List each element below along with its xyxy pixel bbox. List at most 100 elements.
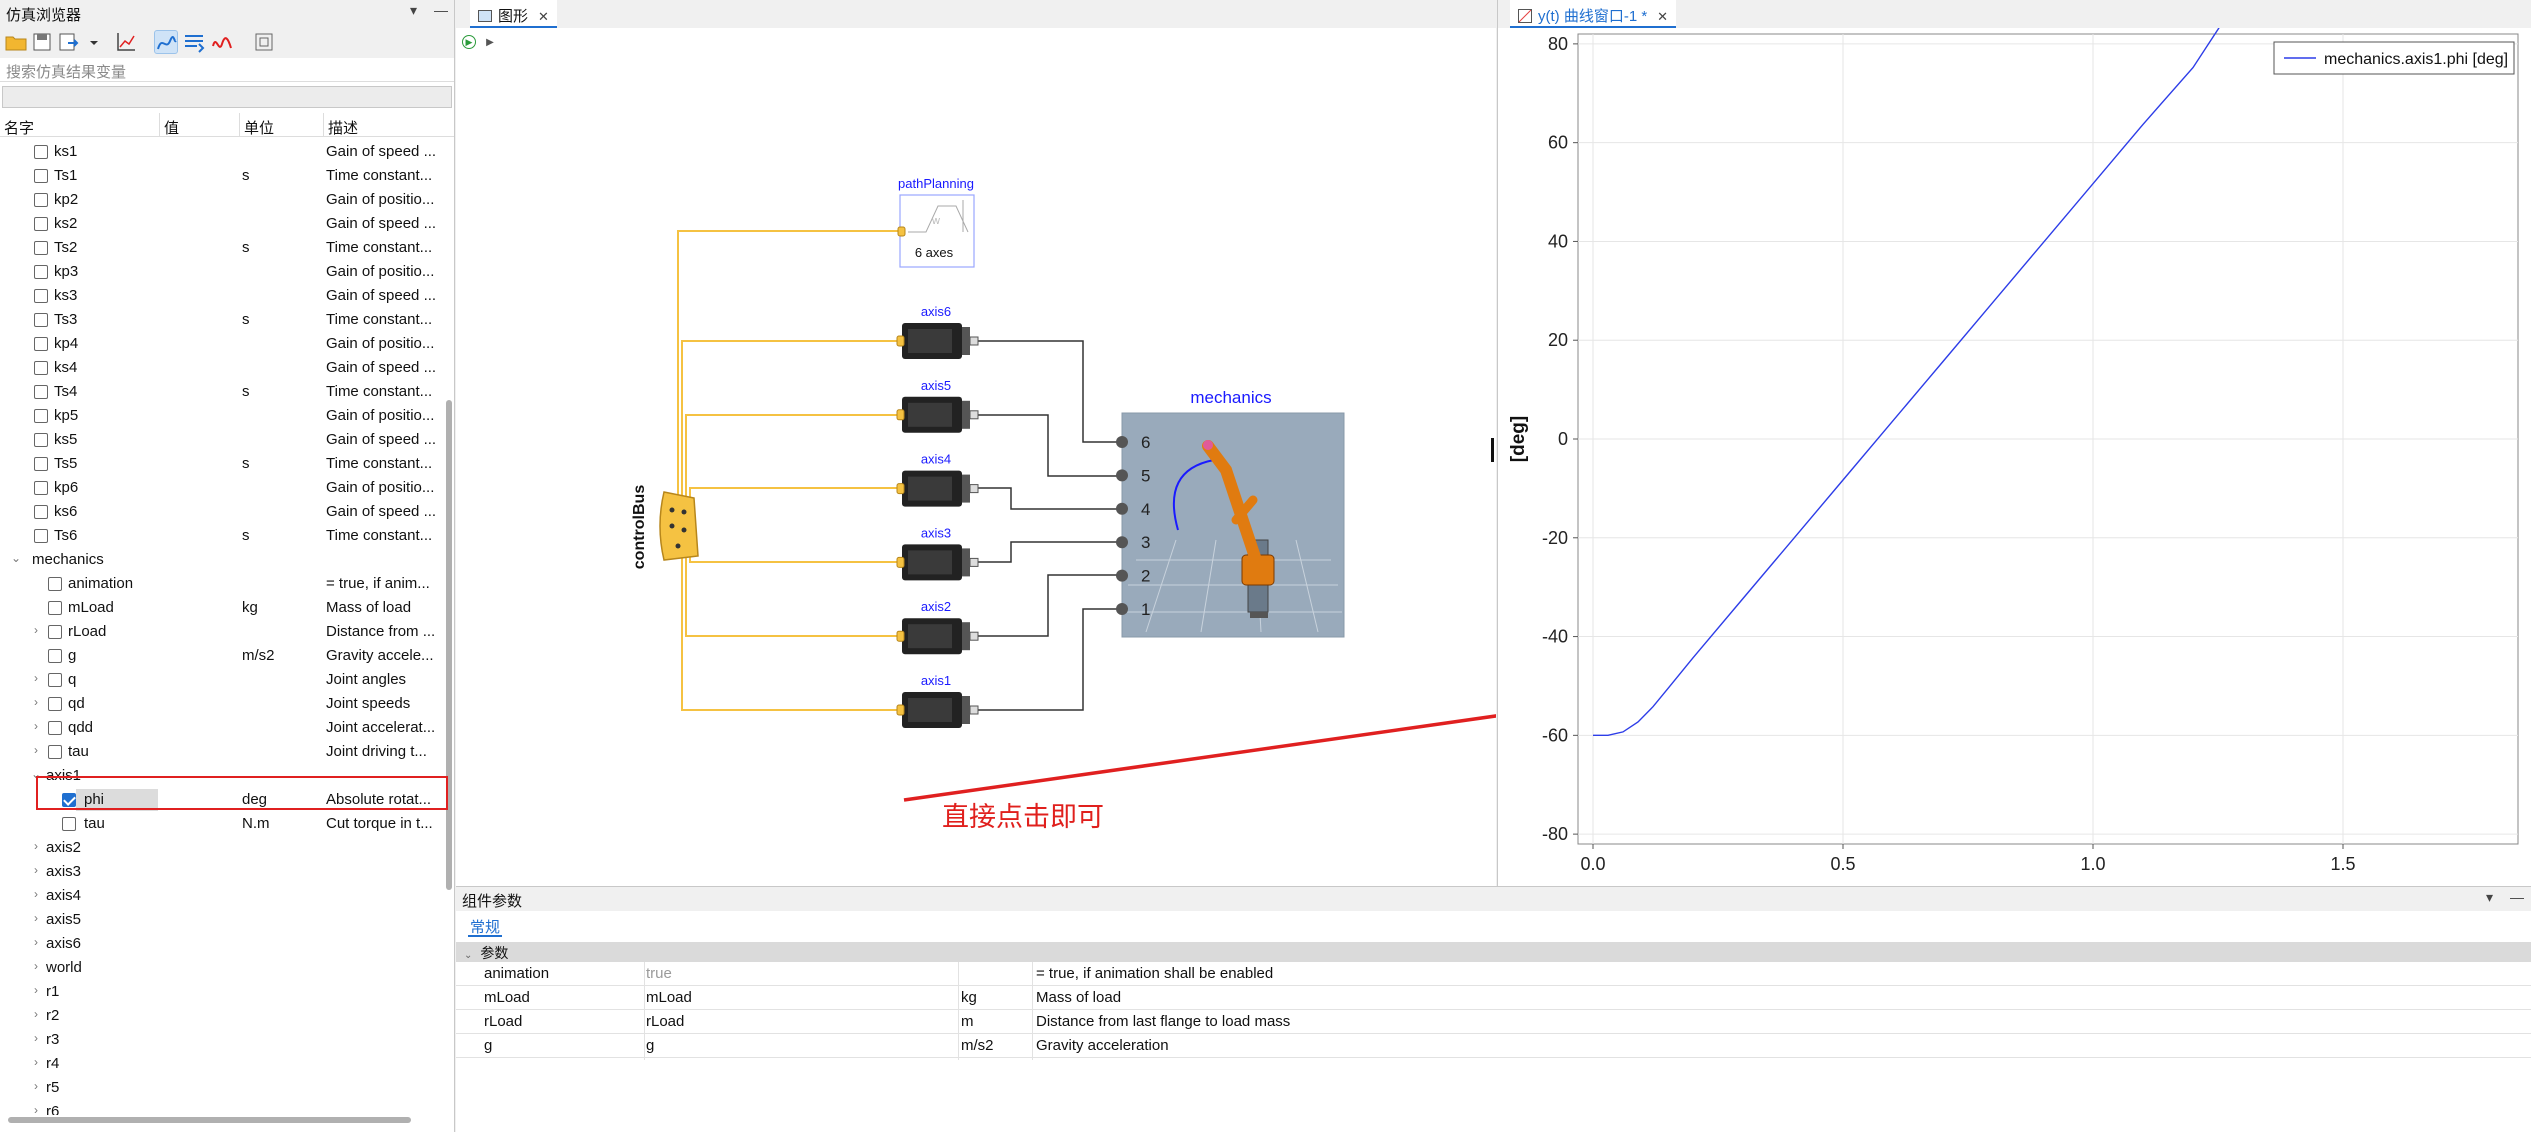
tree-row-r3[interactable]: ›r3 xyxy=(0,1028,446,1052)
chevron-right-icon[interactable]: › xyxy=(34,935,38,949)
variable-checkbox[interactable] xyxy=(34,361,48,375)
axis-block-axis3[interactable] xyxy=(896,544,979,581)
axis-block-axis2[interactable] xyxy=(896,618,979,655)
variable-checkbox[interactable] xyxy=(34,241,48,255)
chevron-down-icon[interactable]: ⌄ xyxy=(30,767,42,781)
mechanics-port[interactable] xyxy=(1116,603,1128,615)
tree-row-r4[interactable]: ›r4 xyxy=(0,1052,446,1076)
variable-checkbox[interactable] xyxy=(48,745,62,759)
variable-checkbox[interactable] xyxy=(34,337,48,351)
chevron-right-icon[interactable]: › xyxy=(34,911,38,925)
variable-checkbox[interactable] xyxy=(34,385,48,399)
variable-search-input[interactable]: 搜索仿真结果变量 xyxy=(0,58,454,82)
variable-checkbox[interactable] xyxy=(34,313,48,327)
path-planning-block[interactable]: w 6 axes xyxy=(897,194,975,268)
variable-checkbox[interactable] xyxy=(48,649,62,663)
variable-checkbox[interactable] xyxy=(34,529,48,543)
tree-row-r2[interactable]: ›r2 xyxy=(0,1004,446,1028)
plot-axis-icon[interactable] xyxy=(114,30,138,54)
col-value-header[interactable]: 值 xyxy=(160,113,240,137)
tree-row-axis1[interactable]: ⌄axis1 xyxy=(0,764,446,788)
tab-plot-window[interactable]: y(t) 曲线窗口-1 *✕ xyxy=(1510,0,1677,28)
chevron-right-icon[interactable]: › xyxy=(34,671,38,685)
export-icon[interactable] xyxy=(56,30,80,54)
tree-horizontal-scrollbar[interactable] xyxy=(8,1117,411,1123)
chevron-right-icon[interactable]: › xyxy=(34,1007,38,1021)
variable-checkbox[interactable] xyxy=(34,481,48,495)
chevron-right-icon[interactable]: › xyxy=(34,839,38,853)
chevron-right-icon[interactable]: › xyxy=(34,887,38,901)
variable-checkbox[interactable] xyxy=(34,289,48,303)
axis-block-axis4[interactable] xyxy=(896,470,979,507)
col-desc-header[interactable]: 描述 xyxy=(328,120,359,137)
close-icon[interactable]: ✕ xyxy=(538,9,549,24)
close-icon[interactable]: ✕ xyxy=(1657,9,1669,24)
wave-mode-icon[interactable] xyxy=(210,30,234,54)
chevron-right-icon[interactable]: › xyxy=(34,1055,38,1069)
tree-row-axis4[interactable]: ›axis4 xyxy=(0,884,446,908)
chevron-right-icon[interactable]: › xyxy=(34,1103,38,1115)
mechanics-port[interactable] xyxy=(1116,569,1128,582)
mechanics-block[interactable] xyxy=(1121,412,1345,638)
col-unit-header[interactable]: 单位 xyxy=(240,113,324,137)
variable-checkbox[interactable] xyxy=(34,433,48,447)
variable-checkbox[interactable] xyxy=(48,673,62,687)
variable-checkbox[interactable] xyxy=(48,721,62,735)
tree-row-axis3[interactable]: ›axis3 xyxy=(0,860,446,884)
tree-row-axis2[interactable]: ›axis2 xyxy=(0,836,446,860)
variable-checkbox[interactable] xyxy=(34,265,48,279)
step-icon[interactable]: ▶ xyxy=(486,37,494,48)
variable-checkbox[interactable] xyxy=(48,577,62,591)
variable-checkbox[interactable] xyxy=(34,193,48,207)
param-section-header[interactable]: ⌄参数 xyxy=(456,942,2531,962)
variable-checkbox[interactable] xyxy=(34,145,48,159)
variable-checkbox[interactable] xyxy=(34,457,48,471)
splitter-handle[interactable] xyxy=(1491,438,1494,462)
axis-block-axis6[interactable] xyxy=(896,323,979,359)
variable-checkbox[interactable] xyxy=(34,217,48,231)
tab-general[interactable]: 常规 xyxy=(468,913,503,937)
layout-icon[interactable] xyxy=(252,30,276,54)
panel-minimize-icon[interactable]: — xyxy=(434,2,448,18)
tree-row-axis6[interactable]: ›axis6 xyxy=(0,932,446,956)
chevron-right-icon[interactable]: › xyxy=(34,719,38,733)
variable-checkbox[interactable] xyxy=(34,505,48,519)
chevron-right-icon[interactable]: › xyxy=(34,695,38,709)
chevron-right-icon[interactable]: › xyxy=(34,863,38,877)
tab-diagram[interactable]: 图形✕ xyxy=(470,0,557,28)
tree-vertical-scrollbar[interactable] xyxy=(446,400,452,890)
param-value[interactable]: true xyxy=(646,965,672,982)
mechanics-port[interactable] xyxy=(1116,436,1128,448)
param-panel-minimize-icon[interactable]: — xyxy=(2510,889,2524,905)
chevron-right-icon[interactable]: › xyxy=(34,623,38,637)
tree-row-r5[interactable]: ›r5 xyxy=(0,1076,446,1100)
export-dropdown-icon[interactable] xyxy=(82,30,98,54)
chevron-right-icon[interactable]: › xyxy=(34,1079,38,1093)
axis-block-axis5[interactable] xyxy=(896,396,979,433)
tree-row-axis5[interactable]: ›axis5 xyxy=(0,908,446,932)
